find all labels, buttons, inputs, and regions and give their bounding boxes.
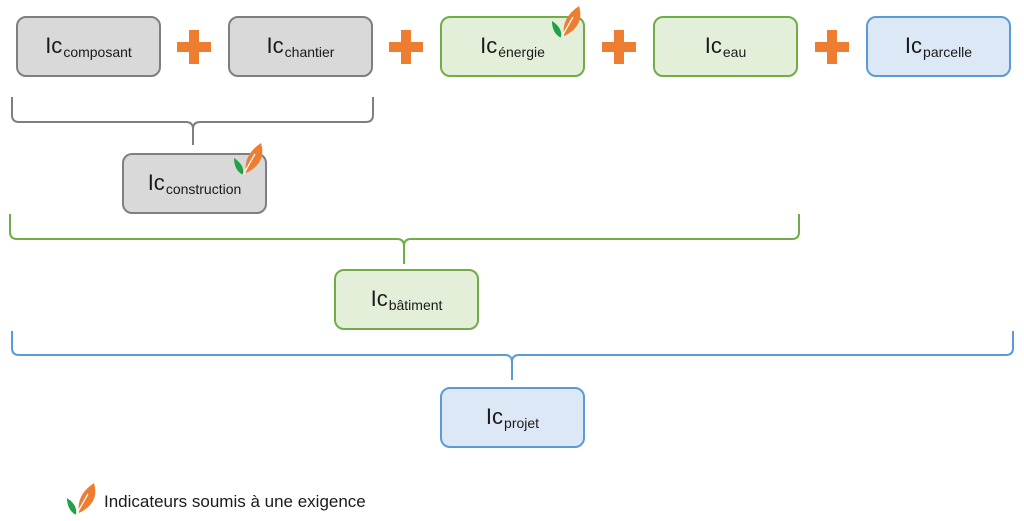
box-ic-composant: Iccomposant (16, 16, 161, 77)
ic-parcelle-label: Icparcelle (904, 32, 973, 60)
ic-projet-label: Icprojet (485, 403, 540, 431)
box-ic-projet: Icprojet (440, 387, 585, 448)
ic-composant-label: Iccomposant (45, 32, 132, 60)
plus-icon (815, 30, 849, 64)
plus-icon (177, 30, 211, 64)
ic-construction-label: Icconstruction (147, 169, 242, 197)
bracket-projet (11, 331, 1014, 380)
box-ic-parcelle: Icparcelle (866, 16, 1011, 77)
legend-text: Indicateurs soumis à une exigence (104, 492, 366, 511)
box-ic-construction: Icconstruction (122, 153, 267, 214)
plus-icon (389, 30, 423, 64)
ic-batiment-label: Icbâtiment (370, 285, 443, 313)
ic-chantier-label: Icchantier (266, 32, 335, 60)
plus-icon (602, 30, 636, 64)
box-ic-chantier: Icchantier (228, 16, 373, 77)
ic-eau-label: Iceau (704, 32, 747, 60)
box-ic-energie: Icénergie (440, 16, 585, 77)
bracket-construction (11, 97, 374, 145)
box-ic-batiment: Icbâtiment (334, 269, 479, 330)
leaf-icon (552, 6, 581, 39)
leaf-icon (67, 483, 96, 516)
bracket-batiment (9, 214, 800, 264)
ic-energie-label: Icénergie (480, 32, 545, 60)
box-ic-eau: Iceau (653, 16, 798, 77)
leaf-icon (234, 143, 263, 176)
